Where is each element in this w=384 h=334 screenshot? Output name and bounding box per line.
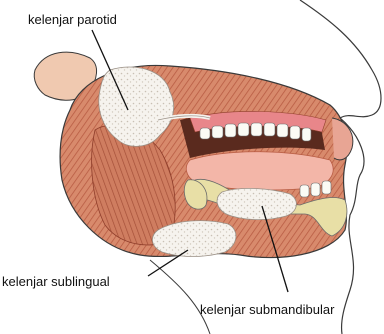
lip (332, 118, 353, 160)
neck-line (150, 260, 210, 334)
label-submandibular: kelenjar submandibular (200, 302, 335, 317)
label-parotid: kelenjar parotid (28, 12, 117, 27)
label-sublingual: kelenjar sublingual (2, 274, 110, 289)
submandibular-gland (217, 188, 296, 219)
